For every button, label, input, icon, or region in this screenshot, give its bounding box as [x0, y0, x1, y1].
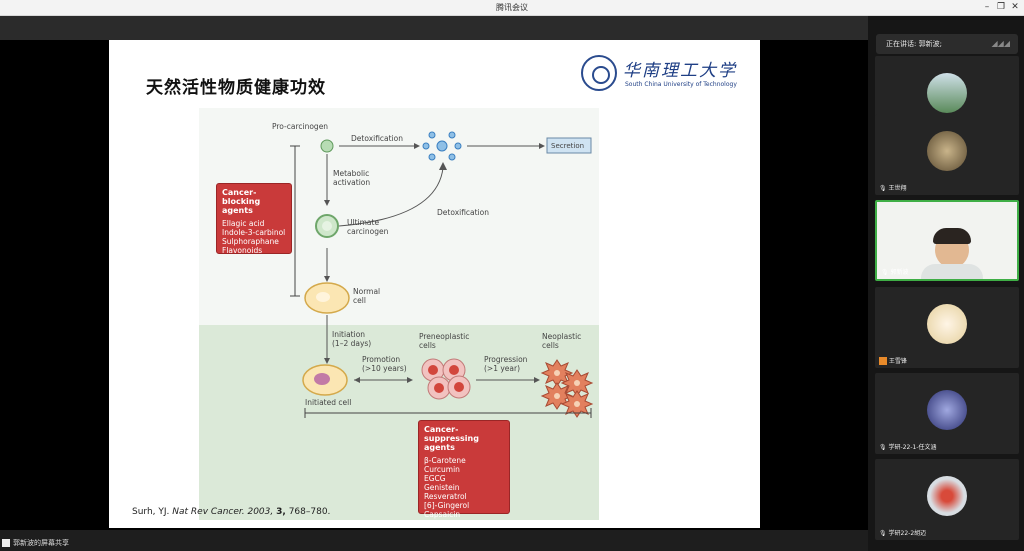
blocking-title-2: agents — [222, 206, 253, 215]
avatar — [927, 131, 967, 171]
label-progression-years: (>1 year) — [484, 364, 521, 373]
participants-sidebar: 正在讲话: 郭新波; ◢◢◢ 李飞 🎙 王世翔 🎙 郭新波 王雪锋 🎙 学研-2… — [868, 16, 1024, 551]
label-neo-cells: cells — [542, 341, 559, 350]
volume-icon: ◢◢◢ — [991, 39, 1010, 48]
carcinogenesis-figure: Pro-carcinogen Detoxification Secretion … — [199, 108, 599, 520]
participant-tile[interactable]: 🎙 王世翔 — [875, 114, 1019, 195]
participant-name: 🎙 郭新波 — [881, 269, 909, 276]
label-ultimate: Ultimate — [347, 218, 380, 227]
label-secretion: Secretion — [551, 142, 585, 150]
suppressing-title-2: agents — [424, 443, 455, 452]
citation-authors: Surh, YJ. — [132, 507, 170, 517]
blocking-item: Sulphoraphane — [222, 237, 279, 246]
participant-tile[interactable]: 王雪锋 — [875, 287, 1019, 368]
label-carcinogen: carcinogen — [347, 227, 389, 236]
label-promotion-years: (>10 years) — [362, 364, 407, 373]
blocking-item: Flavonoids — [222, 246, 263, 255]
screen-share-icon — [2, 539, 10, 547]
label-initiated-cell: Initiated cell — [305, 398, 352, 407]
logo-chinese-name: 华南理工大学 — [623, 61, 737, 81]
participant-tile[interactable]: 🎙 学研22-2胡迈 — [875, 459, 1019, 540]
label-normal: Normal — [353, 287, 381, 296]
citation-volume: 3, — [276, 507, 286, 517]
slide-citation: Surh, YJ. Nat Rev Cancer. 2003, 3, 768–7… — [132, 507, 330, 517]
restore-icon[interactable]: ❐ — [996, 2, 1006, 12]
suppressing-item: [6]-Gingerol — [424, 501, 470, 510]
blocking-title-1: Cancer-blocking — [222, 188, 261, 206]
label-preneoplastic: Preneoplastic — [419, 332, 470, 341]
label-initiation-days: (1–2 days) — [332, 339, 372, 348]
blocking-item: Indole-3-carbinol — [222, 228, 286, 237]
label-pre-cells: cells — [419, 341, 436, 350]
citation-pages: 768–780. — [288, 507, 331, 517]
suppressing-item: Resveratrol — [424, 492, 467, 501]
label-detoxification-2: Detoxification — [437, 208, 490, 217]
close-icon[interactable]: ✕ — [1011, 2, 1019, 12]
label-progression: Progression — [484, 355, 528, 364]
screen-share-indicator[interactable]: 郭新波的屏幕共享 — [2, 538, 69, 548]
participant-name: 🎙 学研-22-1-任文涵 — [879, 444, 937, 451]
label-activation: activation — [333, 178, 371, 187]
logo-english-name: South China University of Technology — [625, 81, 737, 88]
avatar — [927, 304, 967, 344]
university-logo: 华南理工大学 South China University of Technol… — [581, 54, 741, 94]
bottom-bar: 郭新波的屏幕共享 — [0, 530, 868, 551]
meeting-toolbar — [0, 16, 868, 40]
suppressing-item: Curcumin — [424, 465, 460, 474]
participant-tile-active[interactable]: 🎙 郭新波 — [875, 200, 1019, 281]
participant-name: 🎙 学研22-2胡迈 — [879, 530, 927, 537]
avatar — [927, 73, 967, 113]
figure-green-band — [199, 325, 599, 520]
cancer-suppressing-agents-box: Cancer-suppressing agents β-Carotene Cur… — [418, 420, 510, 519]
citation-journal: Nat Rev Cancer. 2003, — [172, 507, 274, 517]
shared-screen: 天然活性物质健康功效 华南理工大学 South China University… — [0, 40, 868, 530]
label-metabolic: Metabolic — [333, 169, 370, 178]
participant-name: 王雪锋 — [879, 356, 907, 365]
speaking-indicator: 正在讲话: 郭新波; ◢◢◢ — [876, 34, 1018, 54]
university-seal-icon — [581, 55, 617, 91]
avatar — [927, 390, 967, 430]
presentation-slide: 天然活性物质健康功效 华南理工大学 South China University… — [109, 40, 760, 528]
speaking-label: 正在讲话: 郭新波; — [886, 40, 942, 48]
avatar — [927, 476, 967, 516]
cancer-blocking-agents-box: Cancer-blocking agents Ellagic acid Indo… — [216, 183, 292, 255]
minimize-icon[interactable]: – — [984, 2, 990, 12]
suppressing-item: EGCG — [424, 474, 446, 483]
screen-share-label: 郭新波的屏幕共享 — [13, 539, 69, 547]
suppressing-title-1: Cancer-suppressing — [424, 425, 479, 443]
label-initiation: Initiation — [332, 330, 366, 339]
blocking-item: Ellagic acid — [222, 219, 265, 228]
title-bar: 腾讯会议 – ❐ ✕ — [0, 0, 1024, 16]
suppressing-item: Genistein — [424, 483, 460, 492]
suppressing-item: β-Carotene — [424, 456, 466, 465]
label-promotion: Promotion — [362, 355, 401, 364]
label-procarcinogen: Pro-carcinogen — [272, 122, 329, 131]
figure-diagram — [290, 131, 594, 418]
slide-title: 天然活性物质健康功效 — [146, 78, 326, 98]
participant-video — [877, 202, 1017, 279]
label-detoxification-1: Detoxification — [351, 134, 404, 143]
label-neoplastic: Neoplastic — [542, 332, 582, 341]
suppressing-item: Capsaicin — [424, 510, 461, 519]
participant-tile[interactable]: 🎙 学研-22-1-任文涵 — [875, 373, 1019, 454]
label-cell: cell — [353, 296, 366, 305]
participant-name: 🎙 王世翔 — [879, 185, 907, 192]
window-title: 腾讯会议 — [496, 3, 528, 12]
